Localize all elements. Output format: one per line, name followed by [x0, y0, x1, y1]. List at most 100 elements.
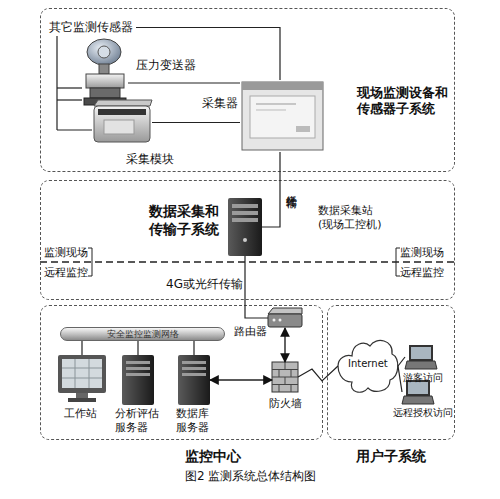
subsystem-panel: 用户子系统Internet游客访问远程授权访问: [327, 305, 455, 440]
boundary-label: 远程监控: [400, 266, 444, 280]
server-node: 数据库服务器: [178, 355, 210, 405]
cloud-shape: [338, 340, 398, 392]
router-node: 路由器: [268, 308, 302, 328]
module-body: [94, 106, 150, 142]
router-body: [268, 314, 302, 327]
collector-box: [242, 82, 323, 150]
monitor-stand: [76, 393, 88, 398]
node-label: 数据采集站(现场工控机): [318, 204, 386, 232]
laptop-base: [402, 396, 434, 404]
sensor-wire: [57, 129, 92, 130]
connector-line: [152, 122, 240, 123]
router-led: [273, 319, 276, 322]
node-label: Internet: [348, 358, 388, 371]
laptop-node: 远程授权访问: [402, 380, 434, 404]
wireless-link: [298, 366, 338, 381]
screen-grid: [89, 359, 90, 388]
drive-bay: [232, 204, 258, 208]
node-label: 安全监控监测网络: [61, 328, 224, 340]
subsystem-panel: 数据采集和传输子系统 数据采集站(现场工控机): [40, 180, 455, 300]
collector-mark: [256, 110, 286, 111]
drive-bay: [182, 367, 206, 370]
edge-label: 4G或光纤传输: [166, 277, 243, 292]
screen-grid: [75, 359, 76, 388]
node-label: 路由器: [234, 325, 267, 339]
figure-caption: 图2 监测系统总体结构图: [185, 469, 316, 484]
drive-bay: [126, 361, 150, 364]
module-panel: [104, 120, 134, 134]
bracket: [396, 248, 400, 276]
drive-bay: [126, 367, 150, 370]
connector-line: [136, 28, 280, 81]
transmitter-node: 压力变送器: [82, 38, 128, 106]
module-node: 采集模块: [92, 100, 152, 145]
firewall-bricks: [272, 362, 298, 392]
module-terminals: [98, 109, 146, 115]
laptop-display: [408, 382, 428, 394]
connector-line: [398, 357, 405, 366]
drive-bay: [232, 211, 258, 215]
workstation-node: 工作站: [58, 355, 106, 403]
connector-line: [210, 379, 272, 380]
server-node: 分析评估服务器: [122, 355, 154, 405]
drive-bay: [182, 373, 206, 376]
node-label: 防火墙: [269, 397, 302, 411]
connector-line: [137, 341, 138, 355]
node-label: 采集器: [202, 96, 238, 111]
module-top: [94, 100, 152, 106]
bracket: [88, 248, 92, 276]
internet-cloud: Internet: [338, 330, 398, 402]
connector-line: [262, 152, 280, 227]
node-label: 压力变送器: [136, 58, 196, 73]
subsystem-title: 用户子系统: [356, 448, 426, 466]
transmitter-neck: [99, 64, 109, 74]
collector-top: [242, 82, 323, 90]
firewall-node: 防火墙: [272, 362, 298, 392]
subsystem-title: 数据采集和传输子系统: [149, 203, 221, 238]
monitor-screen: [62, 359, 102, 388]
node-label: 采集模块: [126, 152, 174, 167]
node-label: 工作站: [64, 407, 97, 421]
boundary-label: 监测现场: [400, 246, 444, 260]
subsystem-panel: 监控中心安全监控监测网络工作站分析评估服务器数据库服务器路由器防火墙: [40, 305, 323, 440]
transmitter-dial: [98, 46, 110, 58]
power-button: [243, 238, 247, 242]
collector-mark: [296, 126, 310, 132]
collector-mark: [256, 104, 296, 105]
server-tower: [228, 198, 262, 256]
boundary-label: 远程监控: [44, 266, 88, 280]
connector-line: [398, 366, 402, 392]
screen-grid: [62, 378, 102, 379]
laptop-node: 游客访问: [405, 345, 437, 369]
monitor-frame: [58, 355, 106, 393]
node-label: 数据库服务器: [176, 407, 212, 435]
drive-bay: [232, 218, 258, 222]
sensor-wire: [56, 36, 57, 130]
node-label: 分析评估服务器: [115, 407, 161, 435]
subsystem-panel: 现场监测设备和传感器子系统其它监测传感器压力变送器采集模块采集器: [40, 8, 455, 172]
collector-node: 采集器: [240, 80, 325, 152]
subsystem-title: 现场监测设备和传感器子系统: [357, 85, 452, 118]
drive-bay: [182, 361, 206, 364]
transmitter-head: [87, 39, 121, 65]
drive-bay: [126, 373, 150, 376]
sensor-wire: [57, 99, 82, 100]
transmitter-body: [86, 74, 124, 88]
sensor-wire: [57, 87, 82, 88]
laptop-base: [405, 361, 437, 369]
node-label: 远程授权访问: [393, 407, 453, 420]
laptop-screen: [409, 345, 433, 361]
firewall-wall: [272, 362, 298, 392]
server-tower: [122, 355, 154, 405]
monitor-base: [68, 398, 96, 402]
connector-line: [81, 341, 82, 355]
network-pipe: 安全监控监测网络: [60, 327, 225, 341]
collector-panel: [250, 96, 315, 138]
node-label: 其它监测传感器: [49, 20, 133, 35]
boundary-label: 监测现场: [44, 246, 88, 260]
sensor-node: 其它监测传感器: [48, 19, 136, 36]
connector-line: [128, 82, 240, 83]
